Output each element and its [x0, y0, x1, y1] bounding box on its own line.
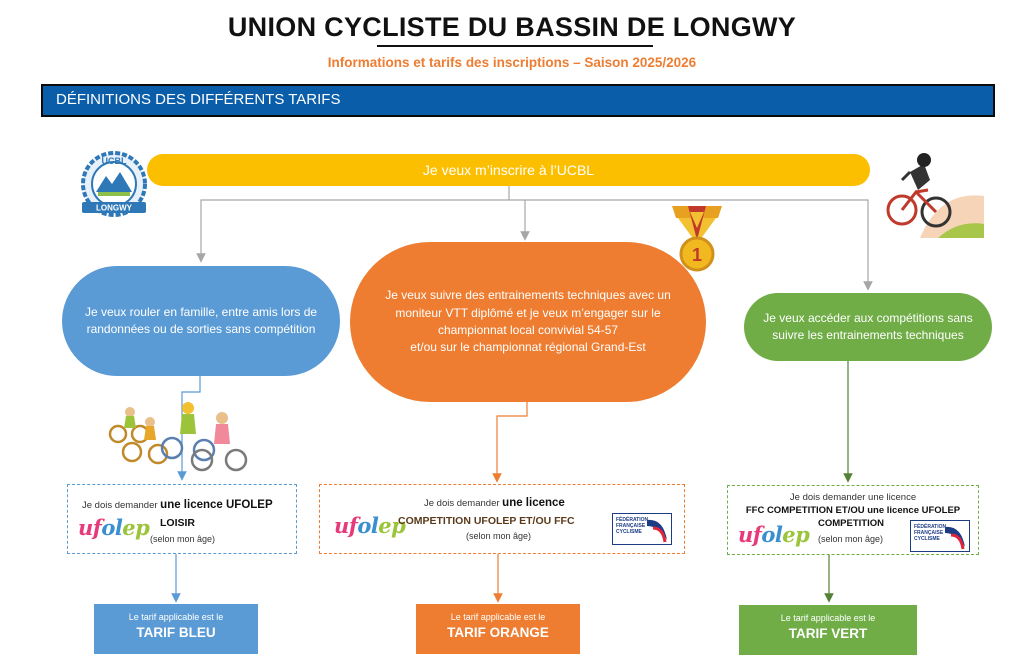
choice-line: moniteur VTT diplômé et je veux m’engage… — [395, 305, 661, 320]
section-header: DÉFINITIONS DES DIFFÉRENTS TARIFS — [41, 84, 995, 117]
svg-text:1: 1 — [692, 245, 702, 265]
licence-age: (selon mon âge) — [818, 534, 884, 544]
mountain-biker-icon — [886, 153, 984, 238]
choice-competitions: Je veux accéder aux compétitions sans su… — [744, 293, 992, 361]
choice-family-rides: Je veux rouler en famille, entre amis lo… — [62, 266, 340, 376]
page-subtitle: Informations et tarifs des inscriptions … — [327, 55, 697, 70]
choice-line: Je veux accéder aux compétitions sans — [763, 310, 973, 325]
licence-type-line: COMPETITION — [818, 518, 884, 529]
svg-text:LONGWY: LONGWY — [96, 204, 133, 213]
licence-type: LOISIR — [160, 517, 196, 529]
tarif-vert-box: Le tarif applicable est le TARIF VERT — [739, 605, 917, 655]
tarif-name: TARIF ORANGE — [447, 625, 549, 640]
ucbl-logo-icon: UCBL LONGWY — [81, 151, 147, 217]
choice-line: Je veux rouler en famille, entre amis lo… — [84, 304, 318, 319]
choice-line: Je veux suivre des entrainements techniq… — [385, 288, 671, 303]
licence-line: Je dois demander une licence — [424, 497, 565, 509]
trophy-icon: 1 — [672, 206, 722, 272]
ufolep-logo-icon: ufolep — [78, 515, 150, 540]
tarif-caption: Le tarif applicable est le — [450, 612, 546, 622]
licence-age: (selon mon âge) — [466, 531, 532, 541]
licence-line: Je dois demander une licence — [789, 492, 917, 503]
licence-box-competition: Je dois demander une licence ufolep COMP… — [319, 484, 685, 554]
licence-type: FFC COMPETITION ET/OU une licence UFOLEP — [745, 505, 961, 516]
tarif-orange-box: Le tarif applicable est le TARIF ORANGE — [416, 604, 580, 654]
choice-line: et/ou sur le championnat régional Grand-… — [410, 340, 646, 355]
tarif-caption: Le tarif applicable est le — [128, 612, 224, 622]
choice-line: championnat local convivial 54-57 — [437, 323, 619, 337]
tarif-caption: Le tarif applicable est le — [780, 613, 876, 623]
page-title: UNION CYCLISTE DU BASSIN DE LONGWY — [227, 12, 797, 42]
connector-to-middle — [509, 199, 530, 241]
title-underline — [377, 45, 653, 47]
main-choice-bar: Je veux m’inscrire à l’UCBL — [147, 154, 870, 186]
ufolep-logo-icon: ufolep — [738, 522, 810, 547]
choice-line: suivre les entrainements techniques — [772, 328, 964, 342]
tarif-name: TARIF VERT — [788, 626, 868, 641]
svg-text:UCBL: UCBL — [102, 156, 127, 166]
licence-line: Je dois demander une licence UFOLEP — [82, 499, 273, 511]
section-title: DÉFINITIONS DES DIFFÉRENTS TARIFS — [56, 91, 341, 108]
choice-line: randonnées ou de sorties sans compétitio… — [86, 322, 316, 336]
licence-box-leisure: Je dois demander une licence UFOLEP ufol… — [67, 484, 297, 554]
tarif-bleu-box: Le tarif applicable est le TARIF BLEU — [94, 604, 258, 654]
licence-type: COMPETITION UFOLEP ET/OU FFC — [398, 515, 575, 527]
connector-middle-licence — [492, 402, 528, 483]
tarif-name: TARIF BLEU — [136, 625, 216, 640]
licence-age: (selon mon âge) — [150, 534, 216, 544]
choice-training-championship: Je veux suivre des entrainements techniq… — [350, 242, 706, 402]
licence-box-ffc-competition: Je dois demander une licence FFC COMPETI… — [727, 485, 979, 555]
ufolep-logo-icon: ufolep — [334, 513, 406, 538]
connector-to-right — [525, 199, 873, 291]
connector-to-left — [196, 186, 510, 263]
family-cyclists-icon — [108, 402, 248, 472]
